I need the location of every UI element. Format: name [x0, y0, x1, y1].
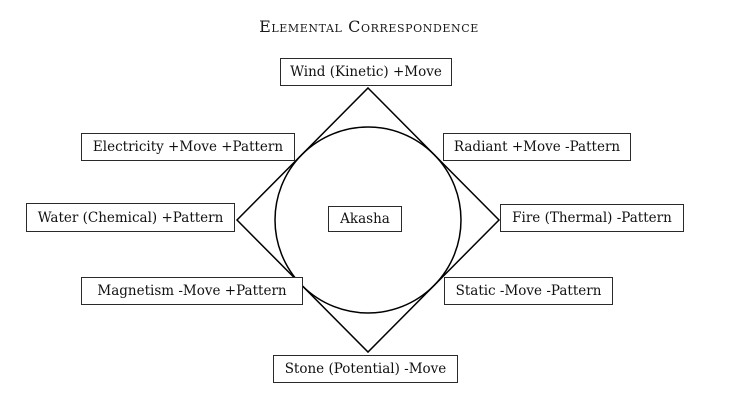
node-electricity-label: Electricity +Move +Pattern [92, 139, 284, 155]
node-wind-label: Wind (Kinetic) +Move [290, 64, 442, 80]
node-radiant: Radiant +Move -Pattern [443, 133, 631, 161]
node-stone: Stone (Potential) -Move [273, 355, 458, 383]
node-fire-label: Fire (Thermal) -Pattern [512, 210, 672, 226]
node-water: Water (Chemical) +Pattern [26, 203, 235, 232]
node-akasha-center: Akasha [328, 206, 402, 232]
node-static: Static -Move -Pattern [444, 277, 613, 305]
node-electricity: Electricity +Move +Pattern [81, 133, 295, 161]
node-magnetism: Magnetism -Move +Pattern [81, 277, 303, 305]
node-akasha-label: Akasha [340, 211, 390, 227]
diagram-title: Elemental Correspondence [259, 17, 479, 36]
node-radiant-label: Radiant +Move -Pattern [453, 139, 621, 155]
node-water-label: Water (Chemical) +Pattern [37, 209, 224, 226]
node-wind: Wind (Kinetic) +Move [280, 58, 452, 86]
diamond-shape [235, 86, 501, 354]
node-fire: Fire (Thermal) -Pattern [500, 204, 684, 232]
node-static-label: Static -Move -Pattern [455, 283, 602, 299]
node-magnetism-label: Magnetism -Move +Pattern [97, 283, 287, 299]
node-stone-label: Stone (Potential) -Move [284, 361, 447, 377]
inscribed-circle-shape [274, 126, 462, 314]
